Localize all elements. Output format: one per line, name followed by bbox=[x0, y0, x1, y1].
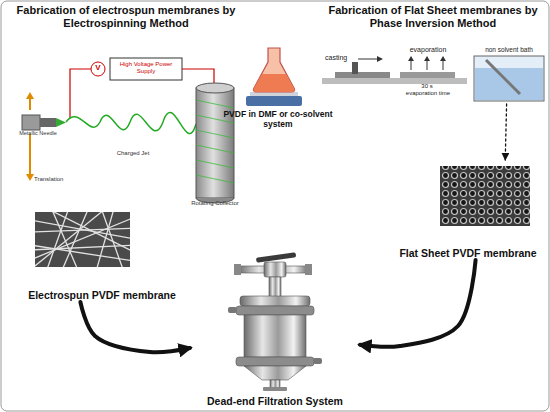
bath bbox=[474, 56, 544, 101]
node-label: Fabrication of Flat Sheet membranes by P… bbox=[318, 4, 548, 30]
step-name: evaporation time bbox=[397, 90, 459, 97]
metallic-needle bbox=[40, 118, 56, 127]
fiber bbox=[196, 175, 234, 183]
part-name: Metallic Needle bbox=[16, 130, 60, 136]
node-label: Dead-end Filtration System bbox=[190, 395, 360, 408]
valve-handle bbox=[256, 252, 296, 263]
fiber bbox=[196, 130, 234, 138]
flow-arrow bbox=[360, 260, 476, 347]
node-label: Electrospun PVDF membrane bbox=[12, 289, 192, 302]
outlet-flange bbox=[263, 387, 287, 391]
charged-jet bbox=[66, 112, 196, 133]
arrow-head bbox=[408, 56, 414, 61]
immersed-plate bbox=[486, 60, 520, 94]
cell-body bbox=[244, 315, 306, 357]
needle-tip bbox=[56, 118, 66, 127]
arrow-head bbox=[26, 174, 34, 181]
fibers bbox=[35, 212, 130, 267]
fitting bbox=[305, 264, 312, 275]
voltage-symbol: V bbox=[92, 63, 104, 72]
cell-bottom bbox=[244, 366, 306, 380]
fiber bbox=[100, 212, 125, 267]
translation-arrow bbox=[29, 134, 31, 175]
evaporating-film bbox=[400, 72, 455, 78]
clamp bbox=[236, 306, 314, 315]
node-label: Fabrication of electrospun membranes by … bbox=[5, 4, 247, 30]
lid bbox=[240, 296, 310, 306]
solution bbox=[253, 74, 294, 92]
step-name: non solvent bath bbox=[474, 46, 544, 53]
part-name: Charged Jet bbox=[106, 150, 160, 157]
section-heading: Fabrication of electrospun membranes by … bbox=[5, 4, 247, 204]
part-name: Rotating Collector bbox=[183, 200, 247, 207]
membrane-image: Electrospun PVDF membrane bbox=[12, 206, 192, 302]
valve-body bbox=[264, 262, 286, 277]
arrow bbox=[411, 60, 412, 70]
collector-top bbox=[196, 83, 234, 93]
fiber bbox=[35, 228, 130, 232]
arrow bbox=[427, 60, 428, 70]
casting-arrow bbox=[358, 59, 378, 60]
part-name: Translation bbox=[34, 176, 84, 183]
flask bbox=[253, 48, 294, 92]
arrow-head bbox=[440, 56, 446, 61]
clamp-handle bbox=[313, 358, 322, 364]
solution-label: PVDF in DMF or co-solvent system bbox=[222, 110, 334, 130]
fiber bbox=[35, 245, 130, 250]
fiber bbox=[35, 212, 110, 267]
rotating-collector bbox=[196, 88, 234, 198]
fiber bbox=[95, 212, 115, 267]
flow-arrow bbox=[80, 302, 190, 352]
arrow-head bbox=[377, 56, 383, 62]
fiber bbox=[196, 100, 234, 108]
step-name: casting bbox=[325, 54, 357, 62]
stirrer-plate bbox=[246, 96, 302, 106]
node-label: Flat Sheet PVDF membrane bbox=[392, 247, 544, 260]
step-name: evaporation bbox=[397, 46, 459, 54]
wire bbox=[70, 69, 91, 118]
clamp-handle bbox=[228, 307, 237, 313]
fiber bbox=[196, 160, 234, 168]
outlet bbox=[270, 380, 280, 388]
syringe bbox=[22, 115, 40, 130]
membrane-image: Flat Sheet PVDF membrane bbox=[392, 160, 544, 260]
wire bbox=[182, 69, 214, 84]
fiber bbox=[196, 145, 234, 153]
casting-knife bbox=[352, 62, 358, 74]
sem-image bbox=[440, 166, 530, 226]
translation-arrow bbox=[29, 98, 31, 110]
part-name: High Voltage Power Supply bbox=[111, 61, 181, 75]
section-heading: Fabrication of Flat Sheet membranes by P… bbox=[318, 4, 548, 104]
filtration-system: Dead-end Filtration System bbox=[190, 250, 360, 408]
arrow-head bbox=[424, 56, 430, 61]
clamp bbox=[236, 357, 314, 366]
flow-arrow bbox=[505, 104, 506, 160]
power-supply bbox=[110, 58, 182, 80]
time-value: 30 s bbox=[407, 83, 447, 90]
cast-film bbox=[335, 72, 390, 78]
fitting bbox=[234, 264, 241, 275]
evaporation-arrows bbox=[411, 60, 443, 70]
fiber bbox=[45, 212, 70, 267]
arrow-head bbox=[26, 92, 34, 99]
voltmeter bbox=[91, 62, 105, 76]
substrate bbox=[322, 78, 467, 84]
arrow bbox=[443, 60, 444, 70]
neck bbox=[269, 277, 281, 297]
